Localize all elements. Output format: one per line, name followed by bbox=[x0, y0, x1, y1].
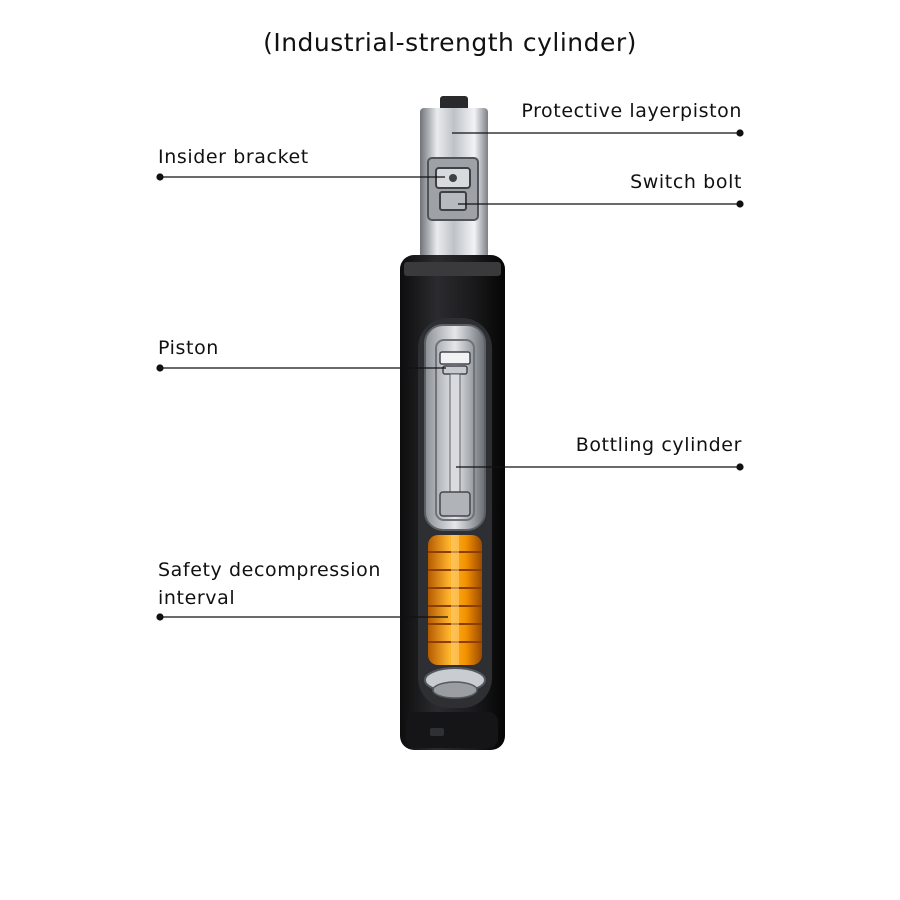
leader-lines bbox=[156, 129, 744, 621]
label-bottling-cylinder: Bottling cylinder bbox=[575, 434, 742, 456]
diagram-title: (Industrial-strength cylinder) bbox=[263, 28, 637, 57]
bottom-valve bbox=[424, 667, 486, 699]
label-insider-bracket: Insider bracket bbox=[158, 146, 309, 168]
label-protective-layer-piston: Protective layerpiston bbox=[521, 100, 742, 122]
inner-piston-head bbox=[439, 351, 471, 375]
body-collar bbox=[404, 262, 501, 276]
label-piston: Piston bbox=[158, 337, 219, 359]
label-safety-decompression-line2: interval bbox=[158, 587, 236, 609]
label-switch-bolt: Switch bolt bbox=[630, 171, 742, 193]
bottom-cap bbox=[406, 712, 498, 748]
decompression-spring bbox=[428, 535, 482, 665]
label-safety-decompression-line1: Safety decompression bbox=[158, 559, 382, 581]
switch-mechanism bbox=[427, 157, 479, 221]
